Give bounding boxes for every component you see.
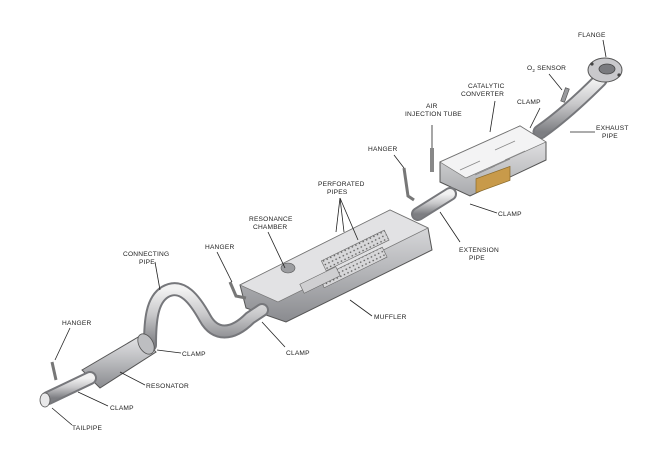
leader-lines xyxy=(51,39,607,426)
label-clamp-bottom: CLAMP xyxy=(182,351,206,358)
catalytic-converter-part xyxy=(439,125,547,197)
o2-sensor-part xyxy=(560,87,570,103)
label-clamp-top: CLAMP xyxy=(517,99,541,106)
hanger-top-part xyxy=(402,167,415,202)
label-hanger-top: HANGER xyxy=(368,146,397,153)
label-flange: FLANGE xyxy=(578,32,606,39)
label-hanger-mid: HANGER xyxy=(205,244,234,251)
label-clamp-left: CLAMP xyxy=(286,350,310,357)
label-resonator: RESONATOR xyxy=(146,383,189,390)
hanger-mid-part xyxy=(228,281,247,300)
label-clamp-low: CLAMP xyxy=(110,405,134,412)
label-o2-sensor: O2 SENSOR xyxy=(527,65,566,73)
label-clamp-mid: CLAMP xyxy=(498,211,522,218)
label-hanger-left: HANGER xyxy=(62,320,91,327)
muffler-part xyxy=(239,209,433,323)
hanger-left-part xyxy=(50,361,58,381)
label-tailpipe: TAILPIPE xyxy=(72,425,102,432)
label-muffler: MUFFLER xyxy=(374,314,407,321)
flange-part xyxy=(587,57,623,83)
